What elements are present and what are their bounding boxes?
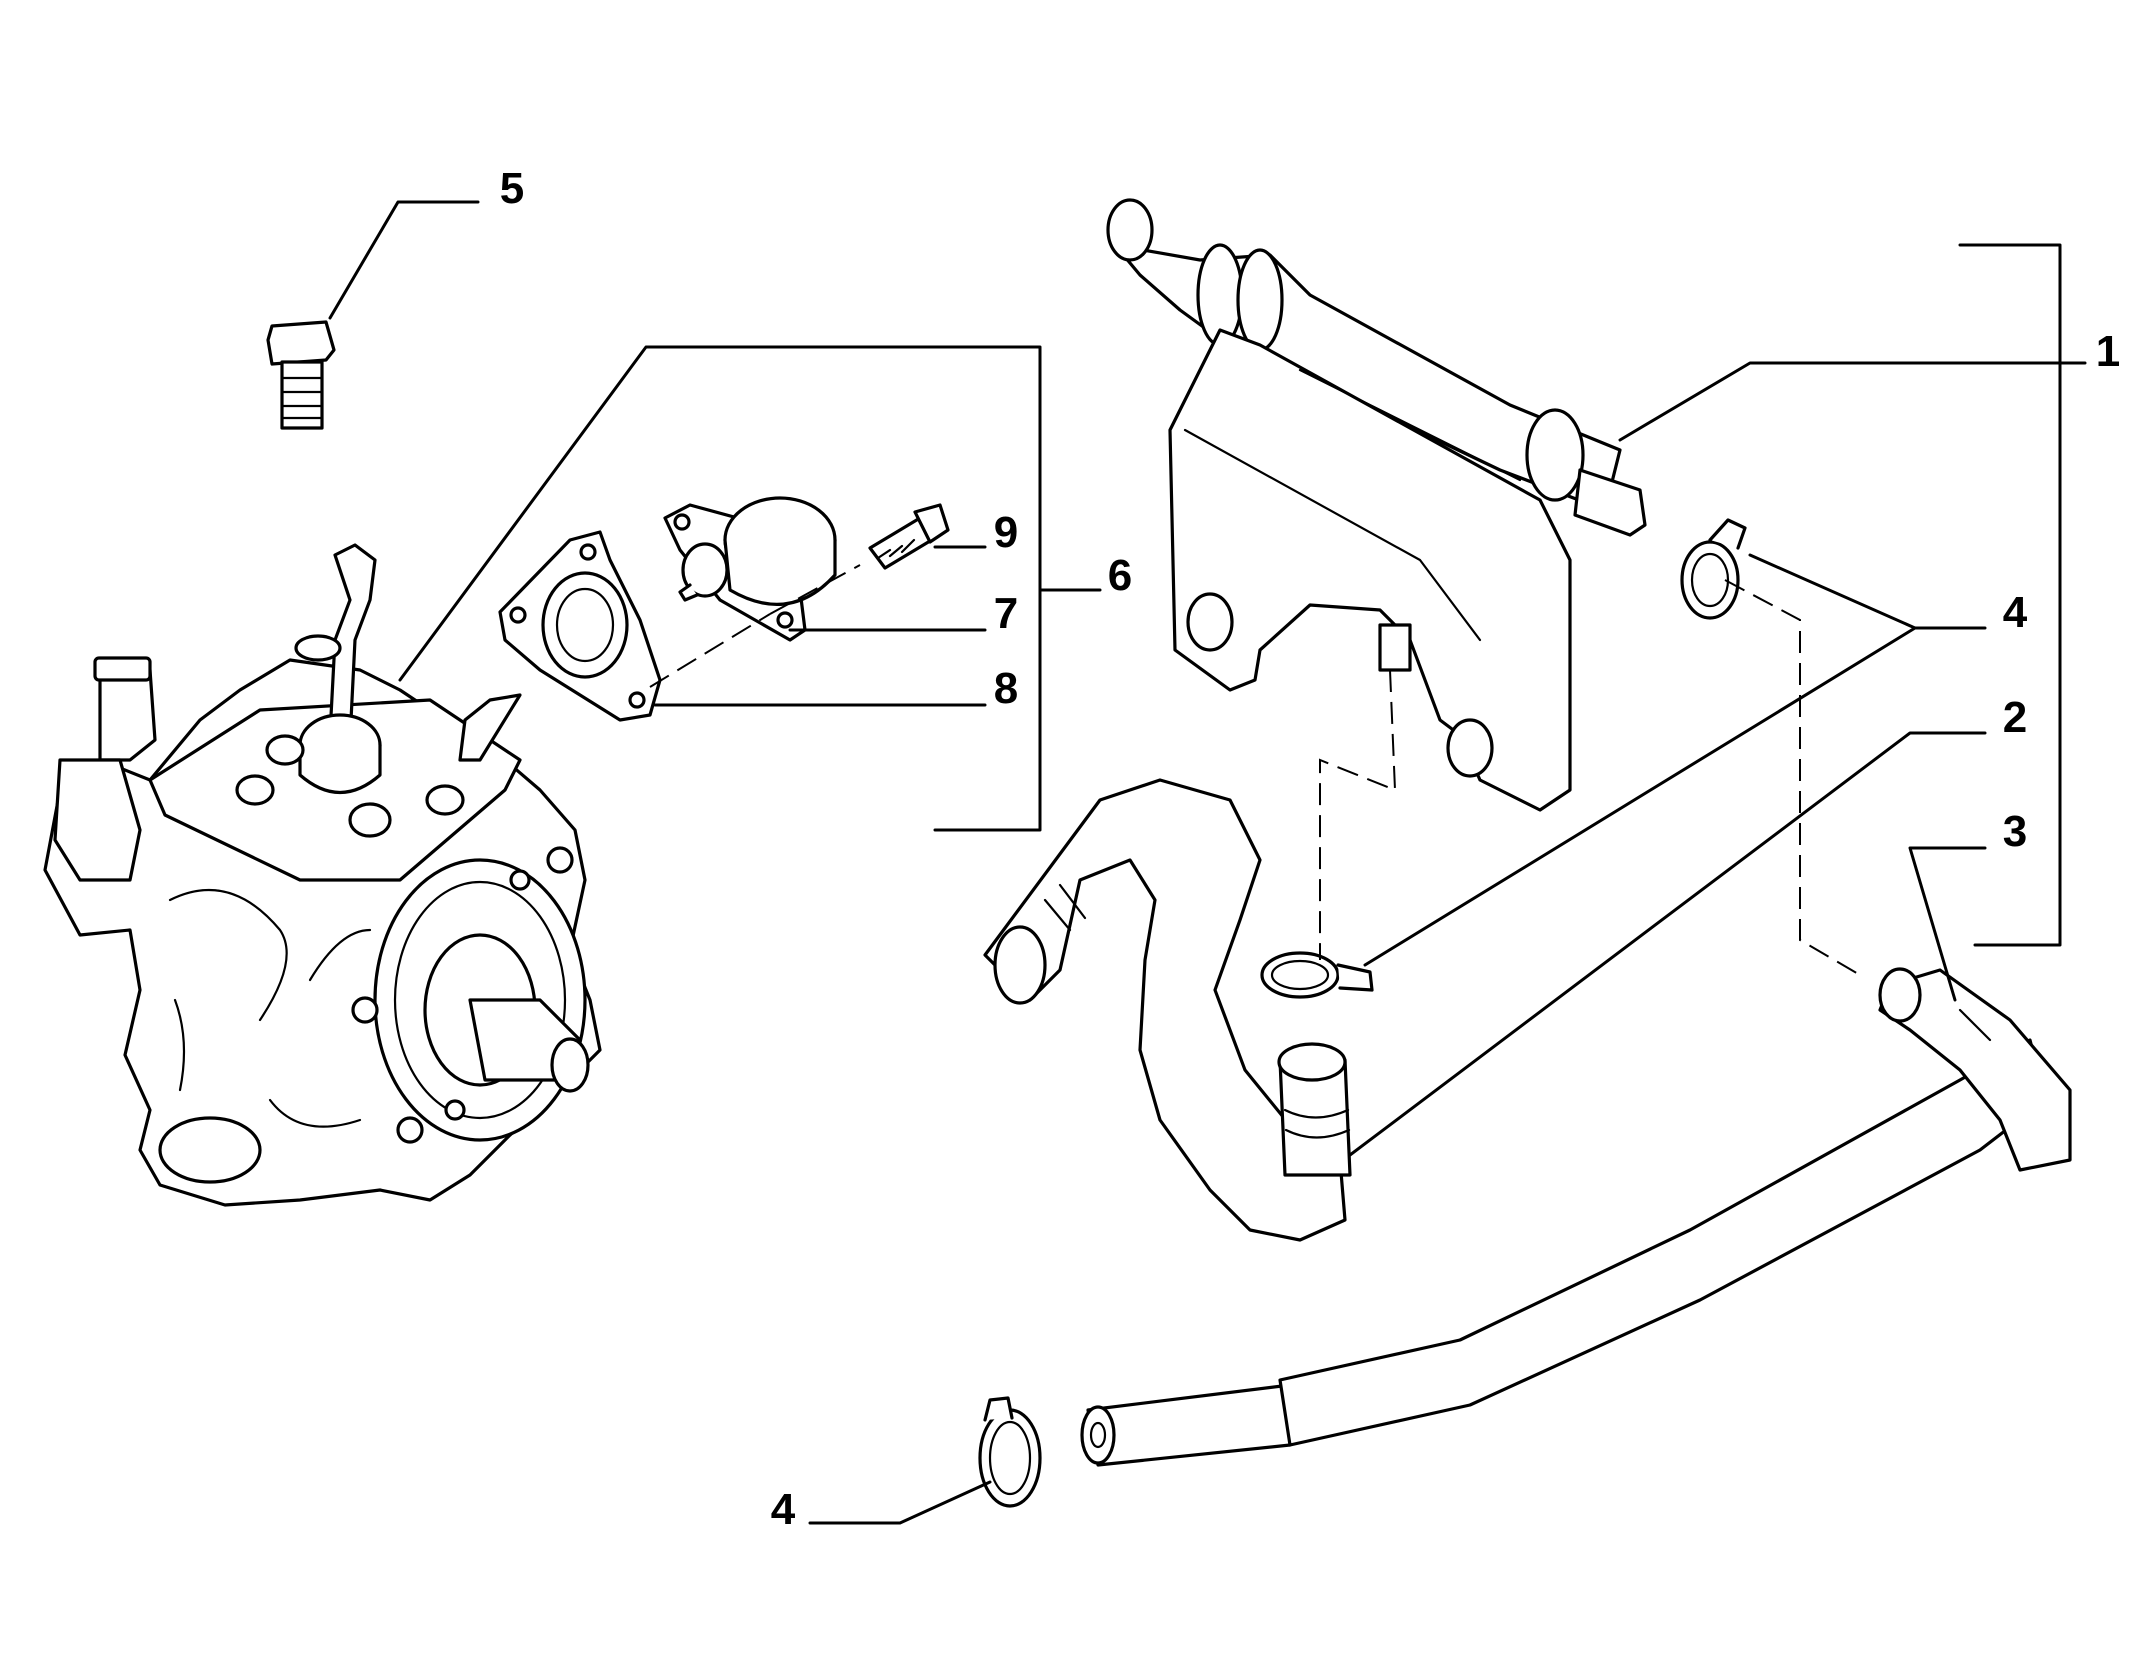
bolt-5 xyxy=(266,320,336,430)
callout-7: 7 xyxy=(994,589,1018,638)
callout-3: 3 xyxy=(2003,807,2027,856)
callout-5: 5 xyxy=(500,164,524,213)
callout-6: 6 xyxy=(1108,551,1132,600)
hose-clamp-4-lower xyxy=(978,1396,1042,1508)
screw-9 xyxy=(868,503,950,570)
callout-2: 2 xyxy=(2003,693,2027,742)
leader-lines xyxy=(328,200,2087,1525)
fuel-return-pipe-3 xyxy=(1080,967,2072,1467)
hose-clamp-4-middle xyxy=(1260,951,1374,999)
hose-elbow-2 xyxy=(983,778,1352,1242)
high-pressure-pump xyxy=(43,543,602,1207)
fuel-filter-bracket-pipe-1 xyxy=(1106,198,1647,812)
callout-4-upper: 4 xyxy=(2003,588,2028,637)
hose-clamp-4-upper xyxy=(1680,518,1747,620)
callout-4-lower: 4 xyxy=(771,1485,796,1534)
callout-1: 1 xyxy=(2096,327,2120,376)
assembly-lines xyxy=(649,564,1861,976)
gasket-8 xyxy=(498,530,662,722)
callout-8: 8 xyxy=(994,664,1018,713)
callout-9: 9 xyxy=(994,508,1018,557)
pressure-regulator-7 xyxy=(663,496,837,642)
callout-labels: 1 2 3 4 4 5 6 7 8 9 xyxy=(500,164,2120,1534)
